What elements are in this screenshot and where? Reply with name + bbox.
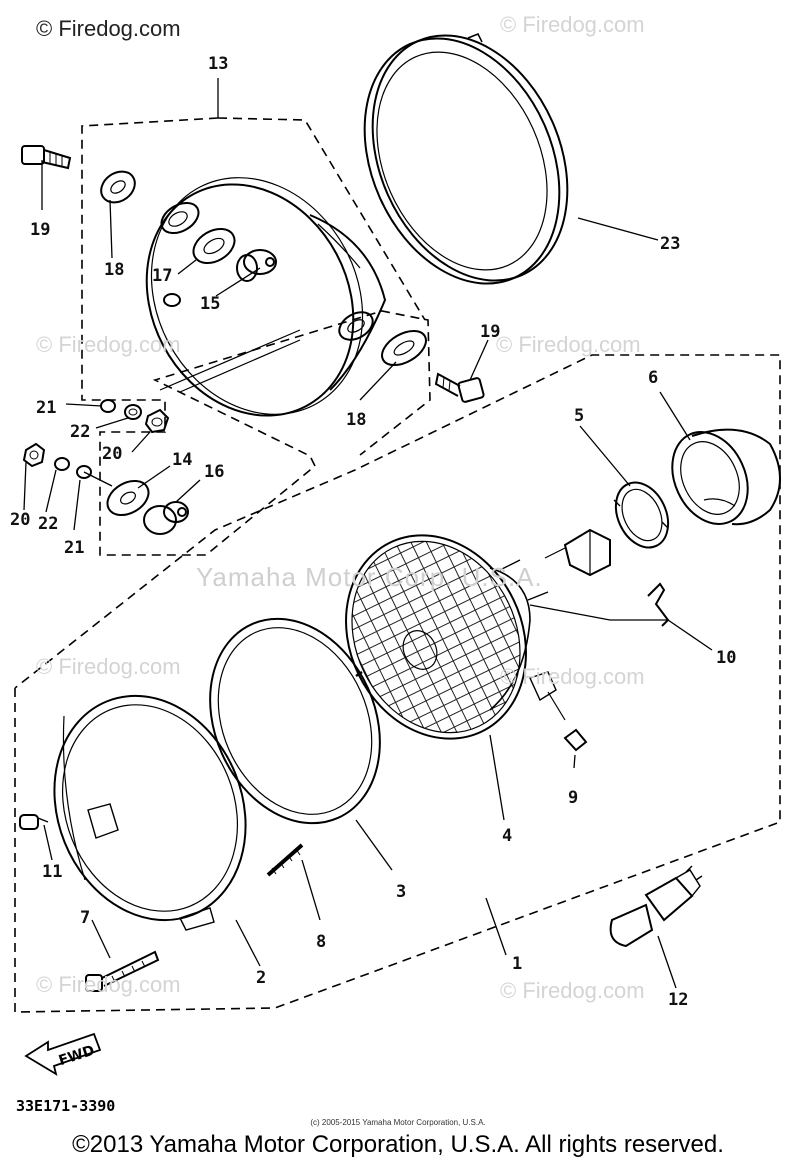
callout-5: 5 [574, 406, 585, 426]
grommet-part-14 [106, 479, 150, 517]
part-code: 33E171-3390 [16, 1097, 116, 1115]
leader-lines [23, 78, 713, 989]
fasteners-20-21-22 [22, 399, 170, 487]
assembly-1-boundary [14, 354, 781, 1013]
fwd-label: FWD [57, 1043, 97, 1070]
watermark-bottom-right: © Firedog.com [500, 978, 645, 1003]
callout-14: 14 [172, 450, 193, 470]
bulb-cover-part-6 [671, 428, 781, 526]
rim-ring-part-23 [363, 33, 569, 285]
watermark-mid-right: © Firedog.com [496, 332, 641, 357]
callout-16: 16 [204, 462, 225, 482]
clip-part-9 [547, 691, 588, 752]
bolt-part-19-upper [21, 145, 72, 170]
callout-1: 1 [512, 954, 523, 974]
callout-4: 4 [502, 826, 513, 846]
callout-19-upper: 19 [30, 220, 51, 240]
callout-10: 10 [716, 648, 737, 668]
fwd-arrow [24, 1032, 102, 1076]
callout-18-lower: 18 [346, 410, 367, 430]
headlight-rim-part-2 [53, 694, 247, 931]
spring-part-10 [647, 582, 670, 627]
callout-9: 9 [568, 788, 579, 808]
callout-2: 2 [256, 968, 267, 988]
watermark-bottom-left: © Firedog.com [36, 972, 181, 997]
watermark-top-right: © Firedog.com [500, 12, 645, 37]
watermark-main: © Firedog.com [36, 16, 181, 41]
callout-22-lower: 22 [38, 514, 59, 534]
collar-part-16 [143, 501, 189, 535]
footer-copyright: ©2013 Yamaha Motor Corporation, U.S.A. A… [72, 1131, 724, 1158]
watermark-lower-right: © Firedog.com [500, 664, 645, 689]
small-copyright: (c) 2005-2015 Yamaha Motor Corporation, … [310, 1118, 486, 1127]
callout-13: 13 [208, 54, 229, 74]
watermark-center: Yamaha Motor Corp. U.S.A. [196, 562, 543, 592]
sealed-beam-unit-part-4 [345, 534, 557, 740]
grommet-part-18-upper [100, 170, 136, 204]
stud-part-8 [266, 843, 304, 877]
callout-11: 11 [42, 862, 63, 882]
callout-20-lower: 20 [10, 510, 31, 530]
halogen-bulb-part-12 [609, 865, 703, 948]
callout-21-upper: 21 [36, 398, 57, 418]
callout-7: 7 [80, 908, 91, 928]
callout-12: 12 [668, 990, 689, 1010]
housing-part-13 [145, 177, 387, 417]
grommet-part-17 [192, 227, 236, 265]
callout-23: 23 [660, 234, 681, 254]
callout-15: 15 [200, 294, 221, 314]
watermark-mid-left: © Firedog.com [36, 332, 181, 357]
callout-3: 3 [396, 882, 407, 902]
grommet-part-18-lower [381, 329, 427, 367]
callout-8: 8 [316, 932, 327, 952]
callout-20-upper: 20 [102, 444, 123, 464]
callout-22-upper: 22 [70, 422, 91, 442]
screw-part-7 [85, 950, 160, 992]
gasket-part-3 [209, 617, 381, 825]
socket-on-unit [544, 528, 611, 577]
callout-19-lower: 19 [480, 322, 501, 342]
callout-17: 17 [152, 266, 173, 286]
callout-21-lower: 21 [64, 538, 85, 558]
watermark-lower-left: © Firedog.com [36, 654, 181, 679]
screw-part-11 [19, 814, 49, 830]
collar-part-15 [236, 249, 277, 282]
bolt-part-19-lower [434, 372, 485, 403]
callout-18-upper: 18 [104, 260, 125, 280]
retainer-ring-part-5 [613, 481, 670, 549]
callout-6: 6 [648, 368, 659, 388]
